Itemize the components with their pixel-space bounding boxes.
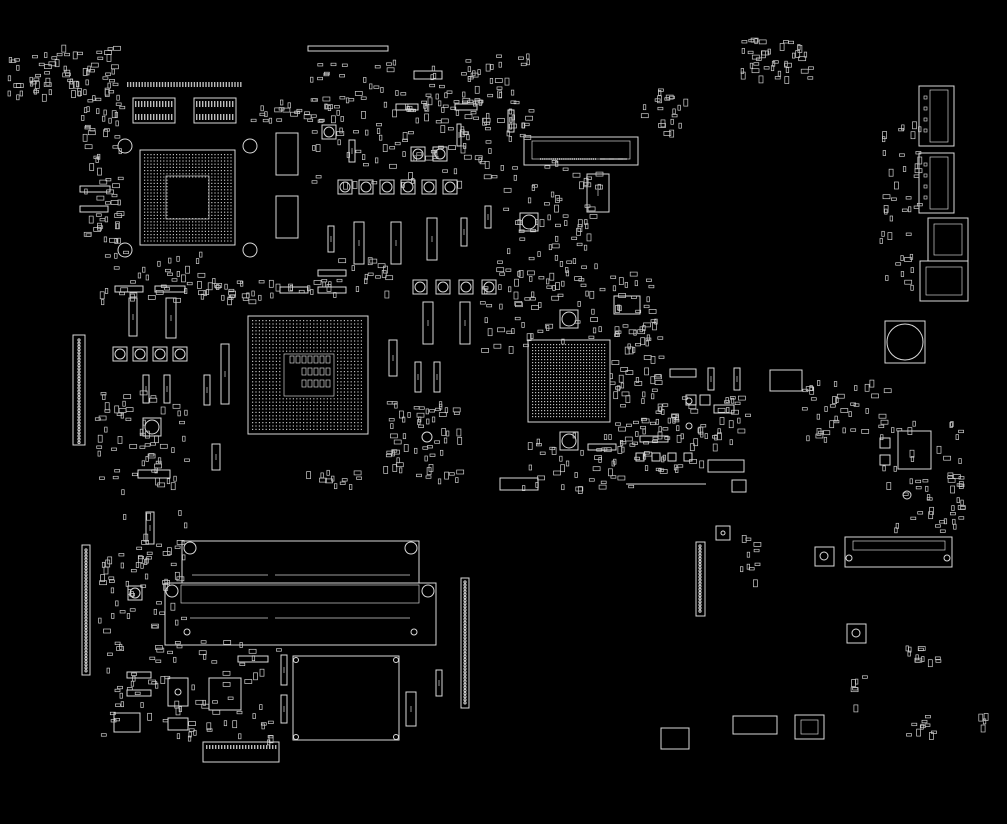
cpu-top-connector-strip xyxy=(127,82,242,87)
usb-connector-1[interactable] xyxy=(918,85,955,147)
sodimm-slot-lower[interactable] xyxy=(164,582,437,646)
speaker-round-component xyxy=(884,320,926,364)
keyboard-connector[interactable] xyxy=(844,536,953,568)
left-vertical-connector[interactable] xyxy=(72,334,86,446)
southbridge-bga-chip[interactable] xyxy=(527,339,611,423)
misc-wide-part xyxy=(626,459,745,485)
capacitor-row-nb xyxy=(412,212,579,451)
top-flex-connector xyxy=(307,45,389,52)
sodimm-slot-upper[interactable] xyxy=(181,540,420,584)
capacitor-row-top xyxy=(321,124,458,195)
small-chip-left xyxy=(167,677,189,707)
capacitor-row-left xyxy=(112,346,188,601)
bios-chip xyxy=(113,712,141,733)
ram-chip-b xyxy=(275,195,299,239)
audio-jack-2[interactable] xyxy=(919,260,969,302)
ec-chip[interactable] xyxy=(897,430,932,470)
northbridge-bga-chip[interactable] xyxy=(247,315,369,435)
lvds-connector[interactable] xyxy=(523,136,639,166)
smd-component-field xyxy=(7,37,989,746)
ram-chip-a xyxy=(275,132,299,176)
bottom-edge-connector[interactable] xyxy=(202,741,280,763)
audio-jack-1[interactable] xyxy=(927,217,969,262)
pc-card-controller[interactable] xyxy=(292,655,400,741)
dual-row-pin-block-right xyxy=(193,97,237,124)
square-part-right xyxy=(715,525,867,644)
lower-connector-strip xyxy=(732,715,778,735)
center-vertical-connector[interactable] xyxy=(695,541,706,617)
lower-center-socket xyxy=(660,727,690,750)
right-dimm-vertical-connector[interactable] xyxy=(460,577,470,709)
dual-row-pin-block-left xyxy=(132,97,176,124)
left-lower-vertical-connector[interactable] xyxy=(81,544,91,676)
clock-generator-chip xyxy=(208,677,242,711)
inductor-column-group xyxy=(128,109,741,727)
audio-codec-chip xyxy=(769,369,803,392)
lower-right-socket xyxy=(794,714,825,740)
usb-connector-2[interactable] xyxy=(918,152,955,214)
cpu-socket[interactable] xyxy=(117,138,258,258)
